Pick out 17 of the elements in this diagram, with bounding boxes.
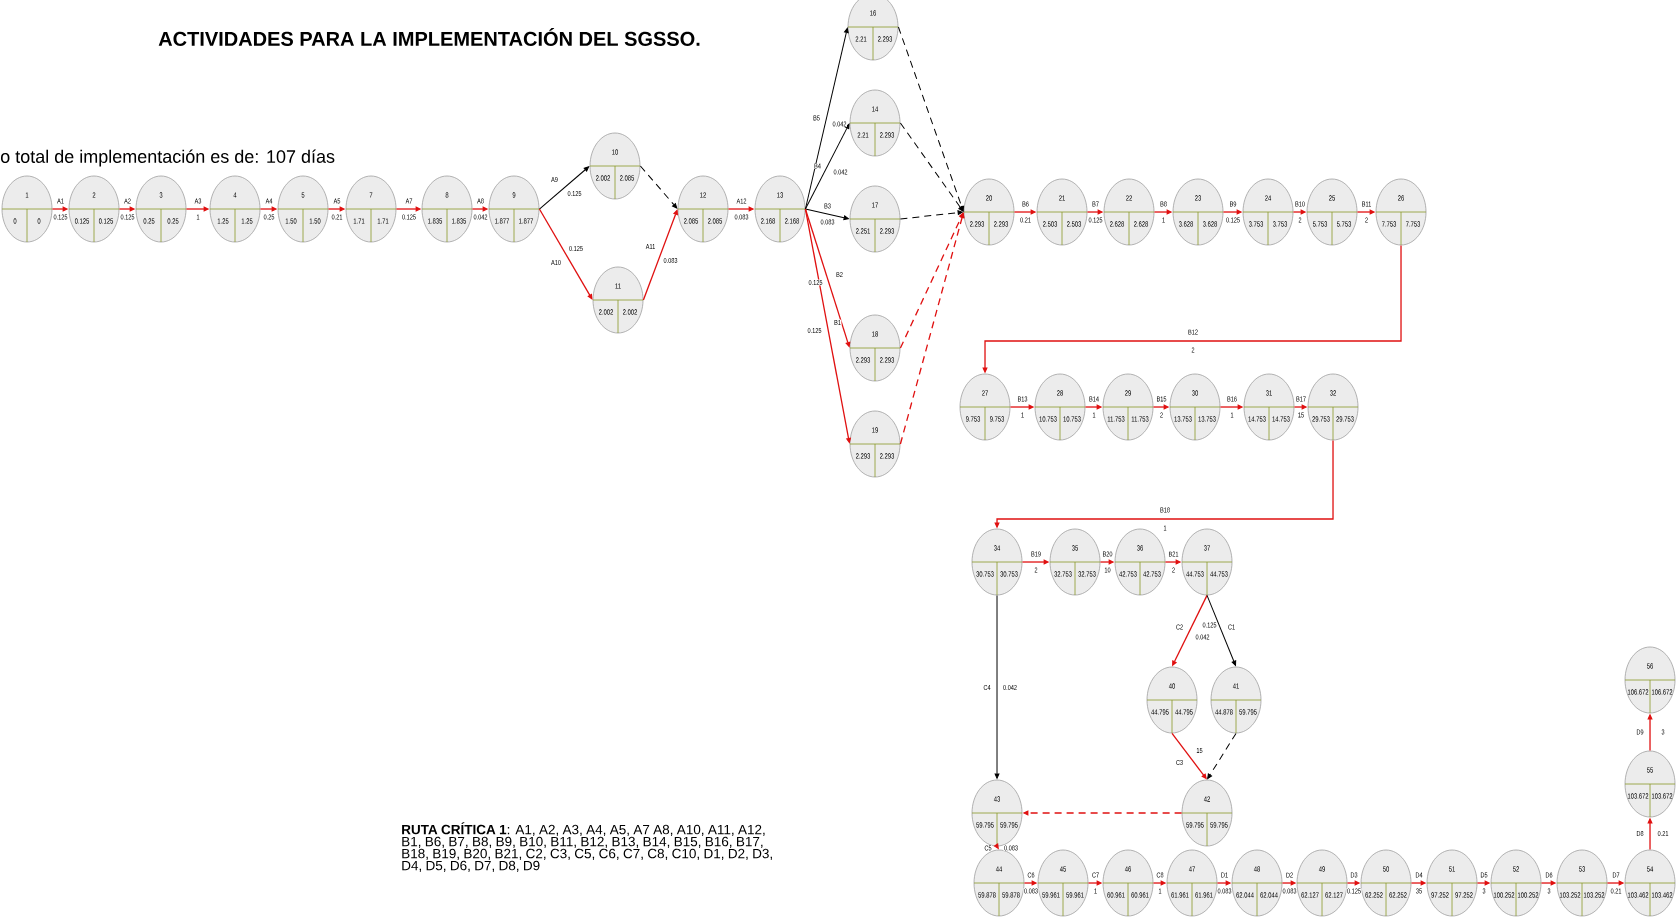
arrow — [804, 208, 849, 221]
arrow — [538, 166, 590, 210]
arrow — [804, 27, 849, 210]
subtitle: o total de implementación es de: 107 días — [0, 149, 335, 167]
arrow — [899, 122, 964, 212]
arrow — [897, 26, 965, 212]
arrow — [994, 594, 1000, 779]
critical-path-note: RUTA CRÍTICA 1: A1, A2, A3, A4, A5, A7 A8, A10, A11, A12, B1, B6, B7, B8, B9, B10, B11, B12, B13, B14, B15, B16, B17, B18, B19, B20, B21, C2, C3, C5, C6, C7, C8, C10, D1, D2, D3, D4, D5, D6, D7, D8, D9 — [402, 822, 772, 872]
arrow — [639, 165, 678, 209]
arrow — [899, 210, 963, 220]
arrow — [804, 208, 851, 348]
arrow — [804, 123, 850, 210]
arrow — [538, 208, 593, 300]
arrow — [1206, 594, 1237, 666]
arrow — [899, 212, 964, 349]
arrow — [1207, 732, 1237, 779]
title: ACTIVIDADES PARA LA IMPLEMENTACIÓN DEL SGSSO. — [158, 28, 700, 46]
